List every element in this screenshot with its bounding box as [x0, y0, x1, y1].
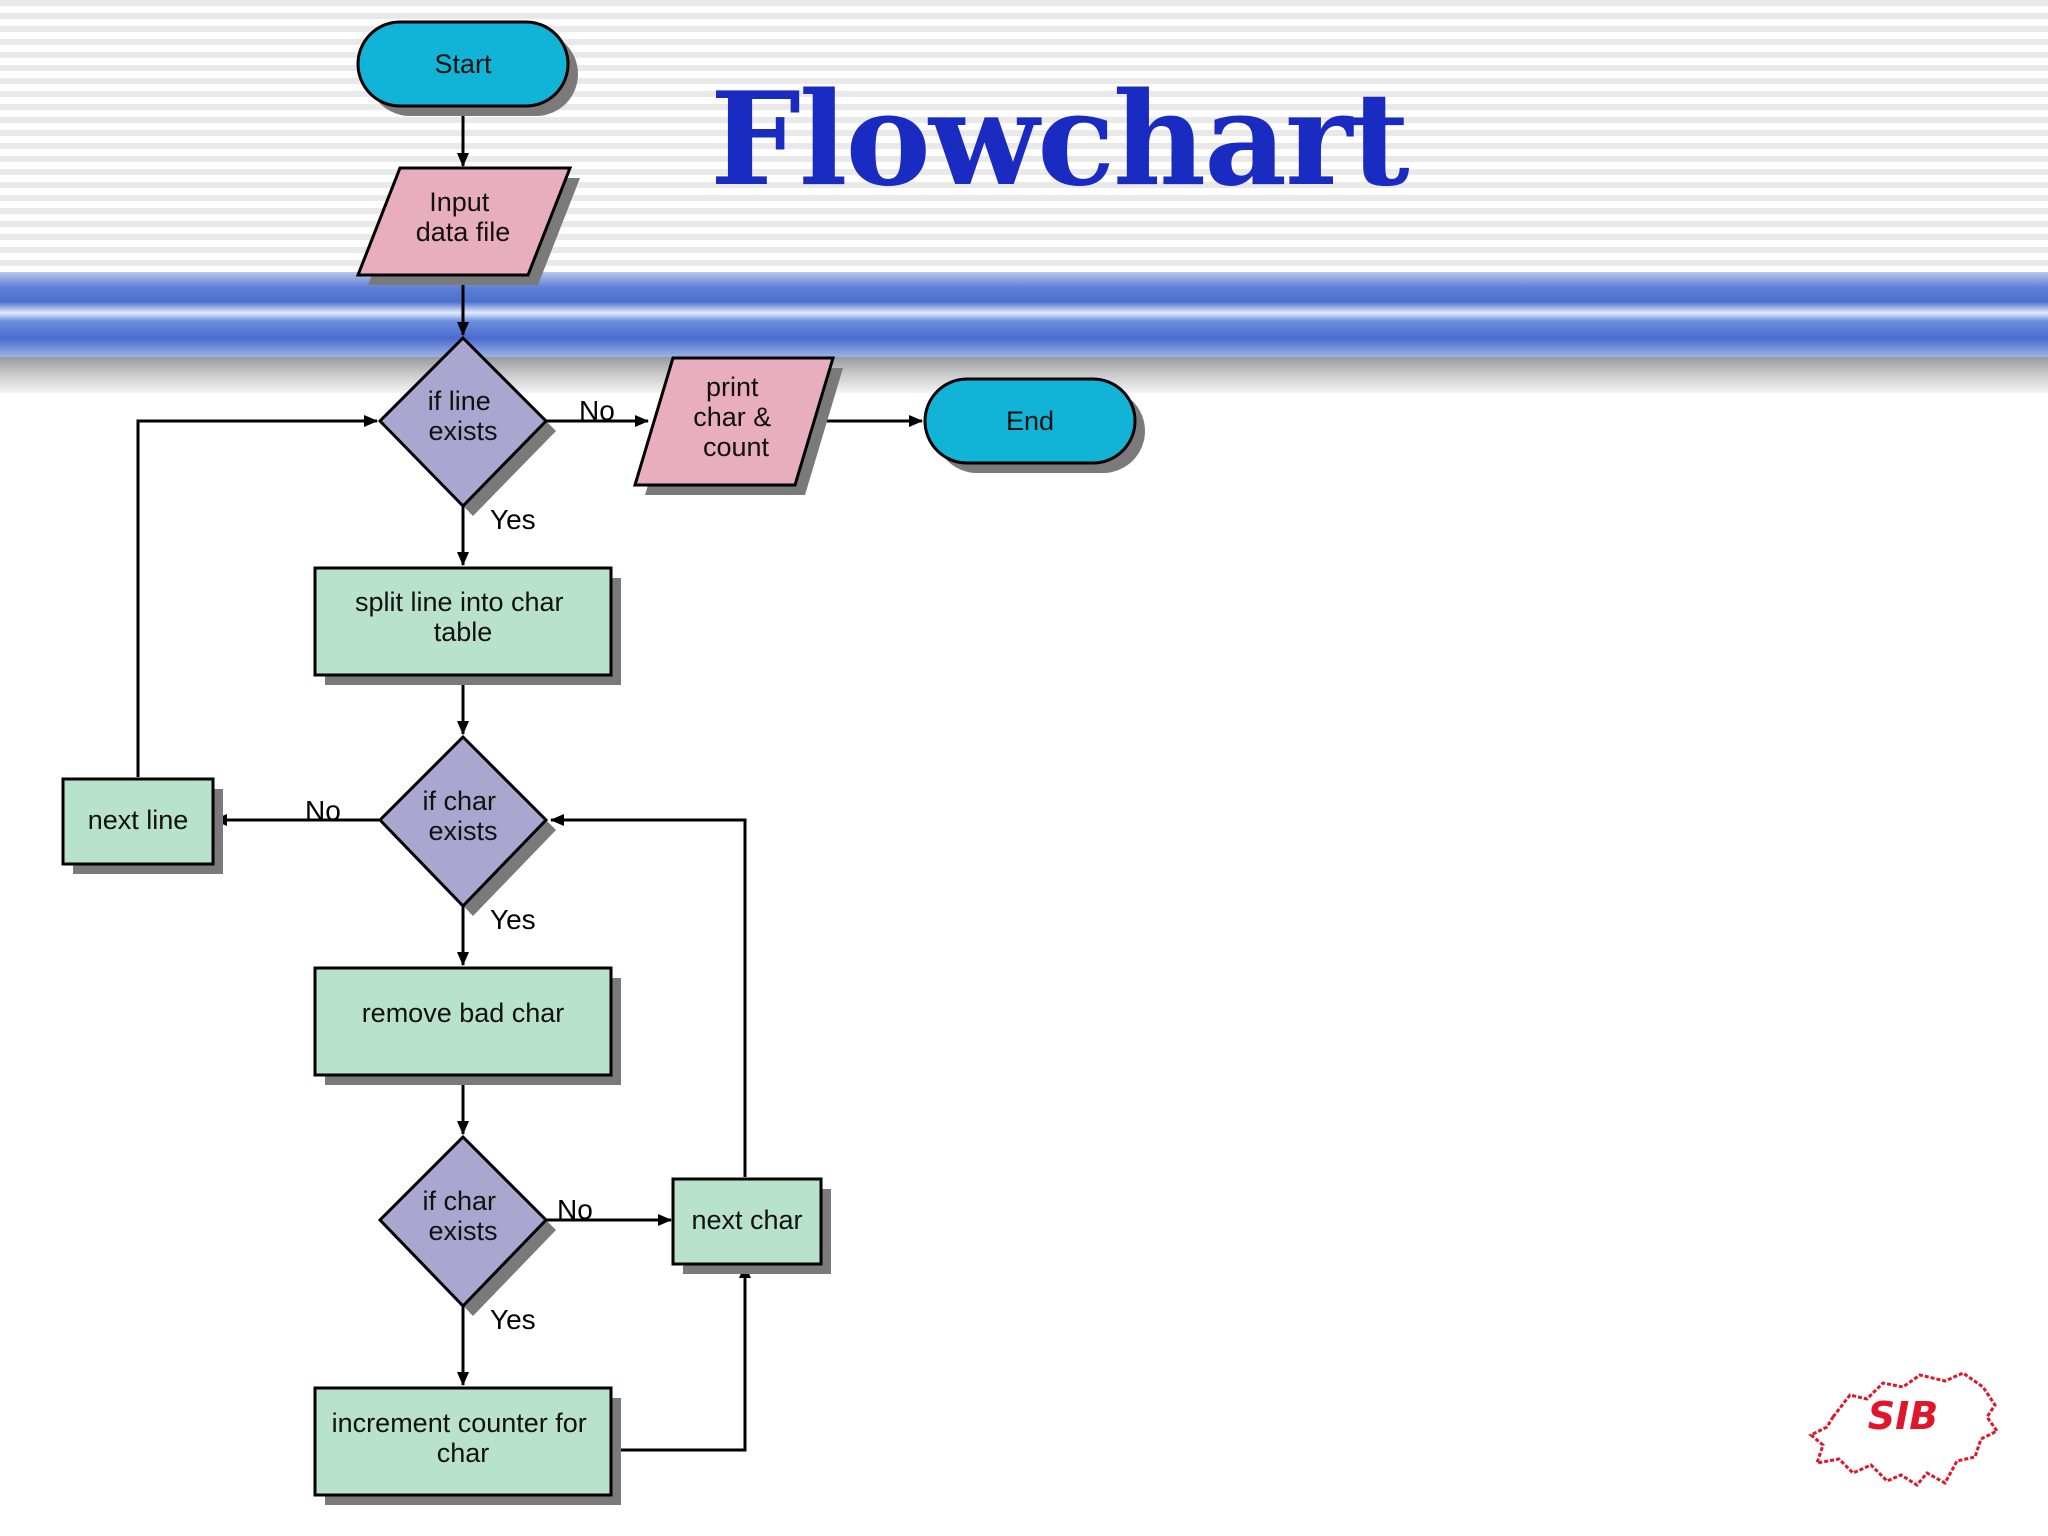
input-label: Input data file: [416, 187, 511, 247]
switzerland-outline: [1808, 1371, 2000, 1487]
striped-background: [0, 0, 2048, 278]
edge-nextchar-ifchar1: [550, 814, 747, 1177]
sib-logo: SIB: [1808, 1371, 2000, 1487]
blue-header-band: [0, 272, 2048, 357]
increment-label: increment counter for char: [332, 1408, 595, 1468]
start-terminal: Start: [356, 20, 578, 116]
split-label: split line into char table: [355, 587, 571, 647]
edge-label-char2-no: No: [557, 1194, 593, 1225]
edge-label-line-yes: Yes: [490, 504, 536, 535]
if-line-exists-decision: if line exists: [377, 335, 556, 516]
input-data-node: Input data file: [355, 166, 580, 285]
edge-label-char1-yes: Yes: [490, 904, 536, 935]
edge-label-char2-yes: Yes: [490, 1304, 536, 1335]
if-char-2-label: if char exists: [422, 1186, 503, 1246]
next-line-label: next line: [88, 805, 189, 835]
edge-increment-nextchar: [610, 1264, 751, 1452]
print-output-node: print char & count: [632, 356, 843, 495]
edge-nextline-ifline: [136, 415, 378, 777]
sib-logo-text: SIB: [1868, 1394, 1938, 1438]
split-line-process: split line into char table: [313, 566, 621, 685]
edge-label-char1-no: No: [305, 795, 341, 826]
end-terminal: End: [923, 377, 1145, 473]
if-char-exists-decision-1: if char exists: [377, 734, 556, 916]
increment-counter-process: increment counter for char: [313, 1386, 621, 1505]
if-line-label: if line exists: [428, 386, 499, 446]
slide-title: Flowchart: [710, 65, 1410, 215]
remove-label: remove bad char: [362, 998, 565, 1028]
next-char-process: next char: [671, 1177, 831, 1274]
connectors: [136, 106, 923, 1452]
if-char-1-label: if char exists: [422, 786, 503, 846]
print-label: print char & count: [693, 372, 779, 462]
end-label: End: [1006, 406, 1054, 436]
next-line-process: next line: [61, 777, 223, 874]
start-label: Start: [434, 49, 492, 79]
if-char-exists-decision-2: if char exists: [377, 1134, 556, 1316]
edge-label-line-no: No: [579, 395, 615, 426]
next-char-label: next char: [691, 1205, 802, 1235]
remove-bad-char-process: remove bad char: [313, 966, 621, 1085]
